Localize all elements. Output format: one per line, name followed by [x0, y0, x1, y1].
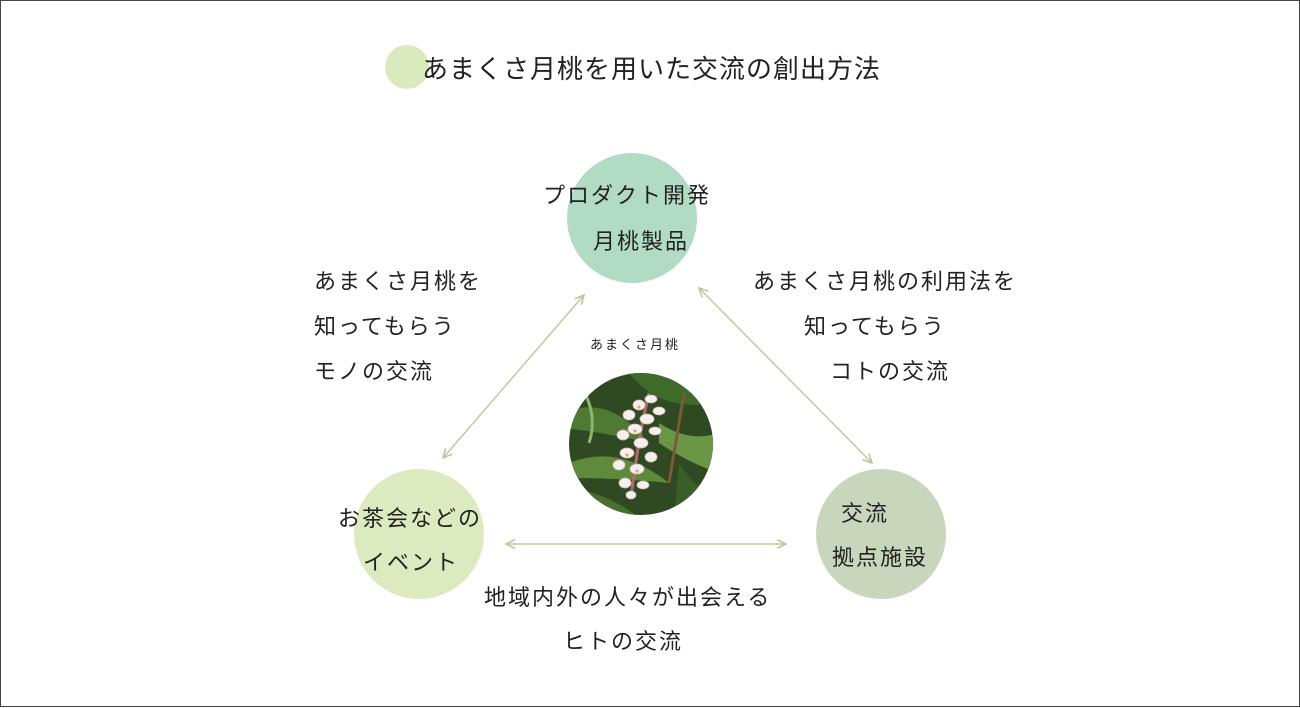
node-facility-line2: 拠点施設 — [832, 546, 929, 571]
node-facility-circle — [816, 469, 946, 599]
node-product-line1: プロダクト開発 — [543, 184, 712, 209]
node-facility-line1: 交流 — [841, 502, 890, 527]
page-title: あまくさ月桃を用いた交流の創出方法 — [422, 55, 882, 85]
edge-top-right-line3: コトの交流 — [830, 360, 951, 385]
title-dot — [385, 45, 429, 89]
edge-top-right-line2: 知ってもらう — [804, 315, 946, 340]
node-event-line2: イベント — [363, 551, 460, 576]
edge-left-top-line3: モノの交流 — [314, 360, 435, 385]
arrow-top-right — [699, 288, 872, 463]
node-product-line2: 月桃製品 — [593, 230, 690, 255]
node-event-circle — [354, 469, 484, 599]
node-event-line1: お茶会などの — [338, 507, 483, 532]
arrow-left-top — [443, 295, 584, 458]
edge-top-right-line1: あまくさ月桃の利用法を — [753, 270, 1018, 295]
center-label: あまくさ月桃 — [590, 338, 681, 353]
shell-ginger-flower-photo — [569, 373, 713, 515]
edge-left-top-line1: あまくさ月桃を — [314, 270, 483, 295]
edge-bottom-line1: 地域内外の人々が出会える — [484, 586, 772, 611]
edge-left-top-line2: 知ってもらう — [314, 315, 456, 340]
node-product-circle — [567, 153, 697, 283]
edge-bottom-line2: ヒトの交流 — [563, 630, 684, 655]
